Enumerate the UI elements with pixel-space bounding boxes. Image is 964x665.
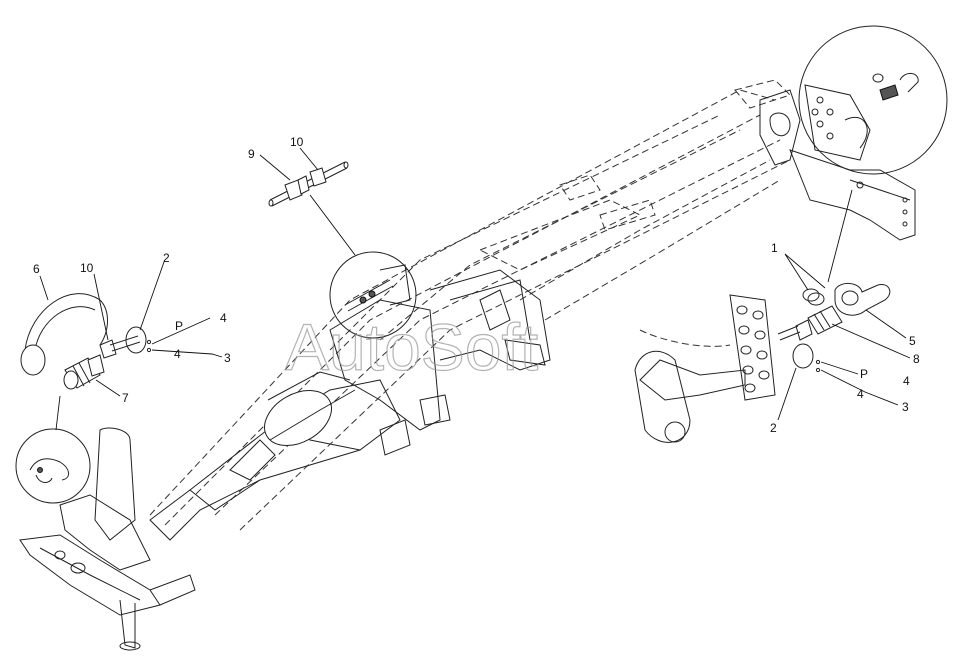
callout-2-left: 2 (163, 251, 170, 265)
callout-4-right-a: 4 (903, 374, 910, 388)
retaining-ring-right (792, 343, 814, 369)
pipe-nut-9 (284, 179, 303, 201)
callout-9: 9 (248, 147, 255, 161)
front-axle (19, 427, 196, 651)
dust-cap-strap (24, 293, 108, 351)
quick-coupler-left (63, 354, 105, 390)
dust-cap (20, 344, 46, 376)
seal-ring-b (807, 292, 825, 306)
detail-circle-left-coupling (15, 428, 91, 504)
right-exploded-parts (634, 283, 891, 443)
callout-2-right: 2 (770, 421, 777, 435)
watermark-text: AutoSoft (285, 310, 538, 384)
callout-10-left: 10 (80, 261, 94, 275)
callout-p-right: P (860, 367, 868, 381)
seal-ring-a (802, 288, 820, 302)
callout-3-right: 3 (902, 400, 909, 414)
callout-3-left: 3 (224, 351, 231, 365)
pipe-nut-10 (309, 167, 327, 187)
callout-1: 1 (771, 241, 778, 255)
callout-8: 8 (913, 352, 920, 366)
washer-dot (146, 347, 152, 353)
quick-coupler-right (777, 305, 843, 341)
retaining-ring (125, 326, 147, 354)
callout-4-left-b: 4 (174, 347, 181, 361)
left-exploded-parts (20, 293, 152, 390)
callout-10-top: 10 (290, 135, 304, 149)
callout-4-right-b: 4 (857, 387, 864, 401)
callout-labels: 6 10 2 P 4 4 3 7 9 10 1 5 8 P 4 4 3 2 (33, 135, 920, 435)
detail-circle-top-right-hub (798, 25, 948, 175)
hex-nut (99, 339, 117, 359)
callout-5: 5 (909, 334, 916, 348)
callout-4-left-a: 4 (220, 311, 227, 325)
washer-dot (146, 339, 152, 345)
hitch-bracket (634, 350, 691, 443)
callout-p-left: P (175, 319, 183, 333)
mounting-plate (729, 294, 776, 401)
callout-7: 7 (122, 391, 129, 405)
top-pipe-parts (268, 161, 349, 207)
boom-frame (149, 79, 916, 541)
detail-circle-pipe-joint (329, 251, 417, 339)
leader-lines (39, 147, 911, 431)
callout-6: 6 (33, 262, 40, 276)
dust-cap-5 (834, 283, 891, 316)
